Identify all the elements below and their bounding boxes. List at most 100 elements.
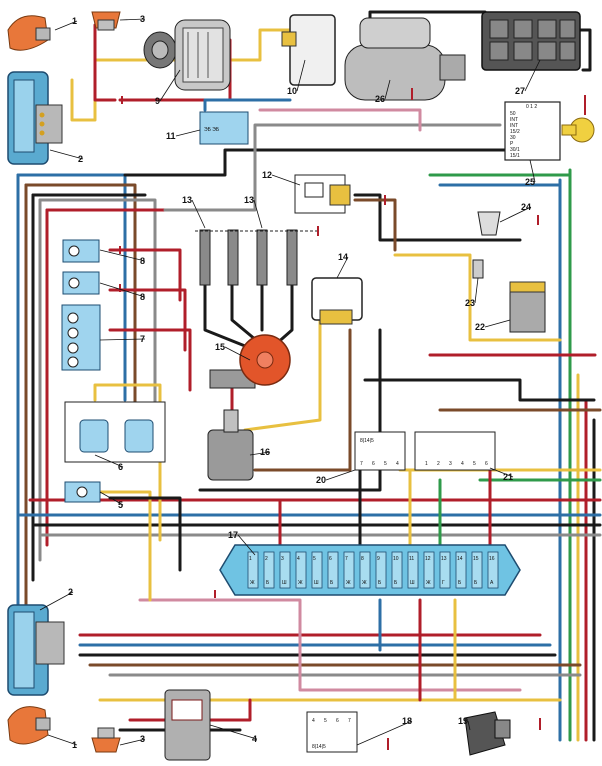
relay-terminal-label: 2 (437, 461, 440, 467)
switch-terminal-label: 50 (510, 111, 516, 117)
relay-terminal-label: 6 (372, 461, 375, 467)
leader-line (99, 282, 146, 298)
wire-black-coil (198, 328, 382, 492)
leader-line (296, 59, 306, 92)
ground-markers (119, 88, 586, 750)
relay-terminal-label: 4 (312, 718, 315, 724)
fuse-letter: Ш (282, 580, 287, 586)
fuse-letter: Г (442, 580, 445, 586)
relay-20-top: 8|14|5 (360, 438, 374, 444)
fuse (247, 551, 259, 589)
wire-brown-coil (253, 328, 352, 472)
wire-brown-relay12 (353, 198, 397, 252)
leader-line (484, 319, 511, 328)
leader-line (336, 256, 349, 279)
leader-line (237, 534, 256, 556)
component-label-starter-relay: 12 (262, 170, 272, 180)
fuse-number: 2 (265, 556, 268, 562)
fuse-number: 1 (249, 556, 252, 562)
fuse-letter: Ж (298, 580, 303, 586)
leader-line (224, 346, 251, 361)
coil-icon (207, 409, 254, 481)
sensor-icon (477, 211, 501, 236)
leader-line (524, 59, 541, 92)
alternator-icon (143, 19, 231, 91)
leader-line (356, 720, 413, 746)
leader-line (175, 129, 201, 137)
fuse-letter: Б (458, 580, 462, 586)
fuse (327, 551, 339, 589)
fuse (343, 551, 355, 589)
turn-signal-lamp-icon (7, 706, 51, 745)
component-label-relay-left: 20 (316, 475, 326, 485)
fuse (263, 551, 275, 589)
wire-red-lamps (108, 248, 182, 302)
component-label-spark-plugs: 13 (182, 195, 192, 205)
leader-line (249, 451, 271, 456)
component-label-spark-plugs: 13 (244, 195, 254, 205)
leader-line (99, 249, 146, 262)
relay-icon (294, 174, 351, 214)
relay-terminal-label: 1 (425, 461, 428, 467)
component-label-voltage-regulator: 10 (287, 86, 297, 96)
wire-brown-top (24, 183, 137, 422)
wire-grey-top (38, 198, 157, 432)
starter-motor-icon (344, 17, 466, 101)
component-label-headlight-left: 2 (78, 154, 83, 164)
fuse-number: 7 (345, 556, 348, 562)
component-label-starter: 26 (375, 94, 385, 104)
wire-yellow-feed (393, 253, 562, 342)
relay-terminal-label: 5 (324, 718, 327, 724)
component-label-washer-motor: 19 (458, 716, 468, 726)
leader-line (191, 199, 206, 229)
fuse-letter: Б (474, 580, 478, 586)
wire-red-lamps3 (108, 328, 192, 392)
relay-icon: ЭБ ЭБ (199, 111, 249, 145)
wire-blue-relay11 (203, 98, 292, 112)
lamp-icon (62, 239, 100, 295)
component-label-indicator-lamp: 8 (140, 256, 145, 266)
leader-line (47, 734, 78, 746)
relay-terminal-label: 7 (360, 461, 363, 467)
battery-icon (481, 11, 581, 71)
fuse-letter: Б (378, 580, 382, 586)
fuse (455, 551, 467, 589)
component-label-side-marker-left: 3 (140, 734, 145, 744)
lamp-block-icon (61, 304, 101, 371)
fuse-number: 14 (457, 556, 463, 562)
switch-terminal-label: 15/1 (510, 153, 520, 159)
fuse-number: 6 (329, 556, 332, 562)
component-label-indicator-lamp: 8 (140, 292, 145, 302)
leader-line (119, 18, 146, 21)
distributor-icon (209, 334, 291, 389)
fuse-number: 13 (441, 556, 447, 562)
fuse-letter: А (490, 580, 494, 586)
regulator-icon (281, 14, 336, 86)
fuse-letter: Ж (426, 580, 431, 586)
fuse (279, 551, 291, 589)
leader-line (99, 491, 124, 506)
component-label-battery: 27 (515, 86, 525, 96)
leader-line (159, 69, 181, 102)
sensor-icon (472, 259, 484, 279)
component-label-relay-block: 11 (166, 131, 176, 141)
component-label-ignition-coil: 16 (260, 447, 270, 457)
wire-black-main (123, 148, 507, 177)
component-label-turn-signal-front-left: 1 (72, 740, 77, 750)
headlight-icon (7, 71, 63, 165)
wire-grey-main (163, 123, 502, 212)
fuse-number: 16 (489, 556, 495, 562)
spark-plug-icon (195, 229, 318, 286)
wire-yellow-lamp5 (68, 490, 152, 602)
fuse-number: 9 (377, 556, 380, 562)
motor-icon (464, 711, 511, 756)
fuse (311, 551, 323, 589)
fuse (295, 551, 307, 589)
component-label-oil-pressure-sensor: 24 (521, 202, 531, 212)
component-label-engine-compartment-lamp: 5 (118, 500, 123, 510)
component-label-temperature-sensor: 23 (465, 298, 475, 308)
